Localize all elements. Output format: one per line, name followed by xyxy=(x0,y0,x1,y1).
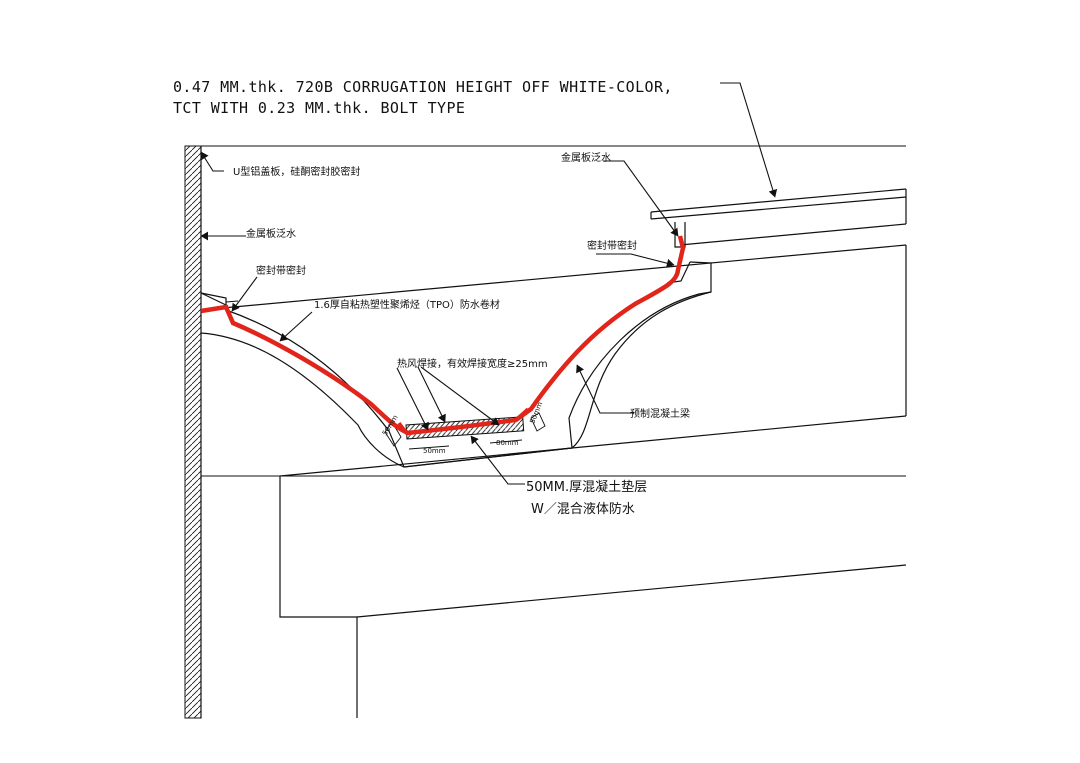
title-line-2: TCT WITH 0.23 MM.thk. BOLT TYPE xyxy=(173,99,465,117)
right-flashing-leader xyxy=(603,160,679,237)
text-annotations: 0.47 MM.thk. 720B CORRUGATION HEIGHT OFF… xyxy=(173,78,690,517)
roof-panel-lines xyxy=(650,188,907,246)
waterproof-layer-label: W／混合液体防水 xyxy=(531,501,635,517)
drawing-geometry xyxy=(184,145,907,719)
upper-slab-outline xyxy=(200,244,907,311)
tpo-membrane-label: 1.6厚自粘热塑性聚烯烃（TPO）防水卷材 xyxy=(314,298,500,311)
hot-air-weld-label: 热风焊接，有效焊接宽度≥25mm xyxy=(397,357,548,370)
weld-leader-a xyxy=(396,367,429,431)
u-cover-plate-label: U型铝盖板，硅酮密封胶密封 xyxy=(233,165,360,178)
left-sealing-tape-label: 密封带密封 xyxy=(256,264,306,277)
weld-leader-c xyxy=(420,366,500,426)
right-sealing-leader xyxy=(596,253,675,268)
red-membrane-lower-right-fold xyxy=(516,407,530,420)
concrete-gutter-inner xyxy=(200,291,712,468)
u-cover-leader xyxy=(200,151,224,172)
waterproof-membrane xyxy=(200,235,686,437)
left-sealing-leader xyxy=(231,276,258,312)
left-bottom-dimension-line xyxy=(408,445,450,450)
left-end-block xyxy=(384,421,402,447)
concrete-layer-leader xyxy=(470,435,525,485)
right-width-label: 80mm xyxy=(496,439,519,447)
gutter-lip-left xyxy=(200,292,229,307)
left-width-label: 50mm xyxy=(423,447,446,455)
right-end-block xyxy=(530,412,546,432)
concrete-layer-label: 50MM.厚混凝土垫层 xyxy=(526,479,647,495)
lower-slab-outline xyxy=(279,415,907,477)
title-leader xyxy=(720,82,778,198)
precast-beam-label: 预制混凝土梁 xyxy=(630,407,690,420)
lower-slab-bottom-outline xyxy=(356,564,907,618)
right-metal-flashing-label: 金属板泛水 xyxy=(561,151,611,164)
left-seal-block xyxy=(225,300,239,303)
lower-beam-outline xyxy=(279,476,358,718)
right-sealing-tape-label: 密封带密封 xyxy=(587,239,637,252)
right-gap-label: 50mm xyxy=(528,401,544,425)
leader-lines xyxy=(200,82,778,485)
title-line-1: 0.47 MM.thk. 720B CORRUGATION HEIGHT OFF… xyxy=(173,78,673,96)
right-bottom-dimension-line xyxy=(489,439,523,444)
red-tpo-membrane xyxy=(200,235,686,436)
weld-leader-b xyxy=(417,366,446,423)
tpo-leader xyxy=(279,311,313,342)
precast-beam-leader xyxy=(576,364,634,414)
left-metal-flashing-label: 金属板泛水 xyxy=(246,227,296,240)
red-membrane-lower-left-fold xyxy=(397,421,410,437)
left-wall-hatching xyxy=(184,145,202,719)
